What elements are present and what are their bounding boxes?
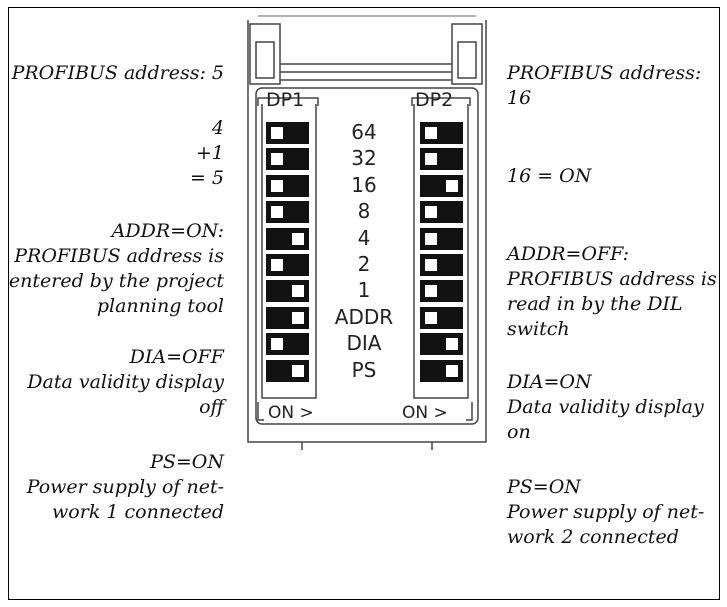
switch-knob [291, 231, 305, 246]
switch-knob [424, 284, 438, 299]
dp2-ps-note: PS=ON Power supply of net- work 2 connec… [507, 476, 705, 548]
switch-knob [424, 126, 438, 140]
figure-frame [8, 7, 720, 600]
switch-knob [270, 178, 284, 193]
dp2-switch-32 [420, 148, 463, 171]
dp1-switch-2 [266, 254, 309, 276]
switch-knob [291, 363, 305, 378]
dp1-switch-64 [266, 122, 309, 144]
dp1-ps-note: PS=ON Power supply of net- work 1 connec… [26, 451, 224, 523]
dp2-switch-2 [420, 254, 463, 276]
dp2-switch-64 [420, 122, 463, 144]
switch-knob [424, 205, 438, 220]
switch-knob [291, 310, 305, 325]
dp1-on-label: ON > [268, 403, 314, 423]
dp2-on-label: ON > [402, 403, 448, 423]
dp2-switch-dia [420, 333, 463, 356]
switch-label: 32 [351, 146, 377, 171]
dp2-switch-4 [420, 227, 463, 250]
switch-label: 2 [357, 252, 371, 276]
dp2-switch-8 [420, 201, 463, 224]
switch-knob [424, 258, 438, 272]
dp2-label: DP2 [415, 89, 454, 111]
switch-label: ADDR [334, 304, 394, 329]
dp1-switch-32 [266, 148, 309, 171]
dp1-switch-8 [266, 201, 309, 224]
switch-label: 64 [351, 120, 377, 144]
switch-knob [424, 231, 438, 246]
dp1-switch-16 [266, 174, 309, 197]
switch-knob [270, 258, 284, 272]
dp1-dia-note: DIA=OFF Data validity display off [27, 346, 224, 418]
dp1-switch-1 [266, 280, 309, 303]
dp1-address-note: PROFIBUS address: 5 [11, 62, 224, 84]
switch-knob [270, 205, 284, 220]
dp1-switch-ps [266, 359, 309, 382]
dp2-dia-note: DIA=ON Data validity display on [507, 371, 704, 443]
switch-knob [445, 363, 459, 378]
dp1-switch-dia [266, 333, 309, 356]
dp1-switch-addr [266, 306, 309, 329]
dp2-address-note: PROFIBUS address: 16 [507, 62, 702, 109]
dp1-sum-note: 4 +1 = 5 [189, 117, 224, 189]
switch-knob [424, 310, 438, 325]
switch-knob [445, 337, 459, 352]
switch-label: DIA [346, 331, 382, 356]
switch-knob [270, 152, 284, 167]
dp2-addr-note: ADDR=OFF: PROFIBUS address is read in by… [507, 243, 717, 340]
dp1-switch-4 [266, 227, 309, 250]
switch-label: 16 [351, 172, 377, 197]
dp1-label: DP1 [266, 89, 305, 111]
switch-label: 4 [357, 225, 371, 250]
switch-knob [445, 178, 459, 193]
switch-knob [270, 126, 284, 140]
dp1-addr-note: ADDR=ON: PROFIBUS address is entered by … [8, 220, 224, 317]
dp2-switch-1 [420, 280, 463, 303]
switch-label: 1 [357, 278, 371, 303]
switch-knob [424, 152, 438, 167]
switch-label: 8 [357, 199, 371, 224]
dp2-switch-16 [420, 174, 463, 197]
switch-label: PS [351, 357, 377, 382]
switch-knob [291, 284, 305, 299]
switch-knob [270, 337, 284, 352]
dp2-sum-note: 16 = ON [507, 165, 592, 187]
dp2-switch-ps [420, 359, 463, 382]
dp2-switch-addr [420, 306, 463, 329]
